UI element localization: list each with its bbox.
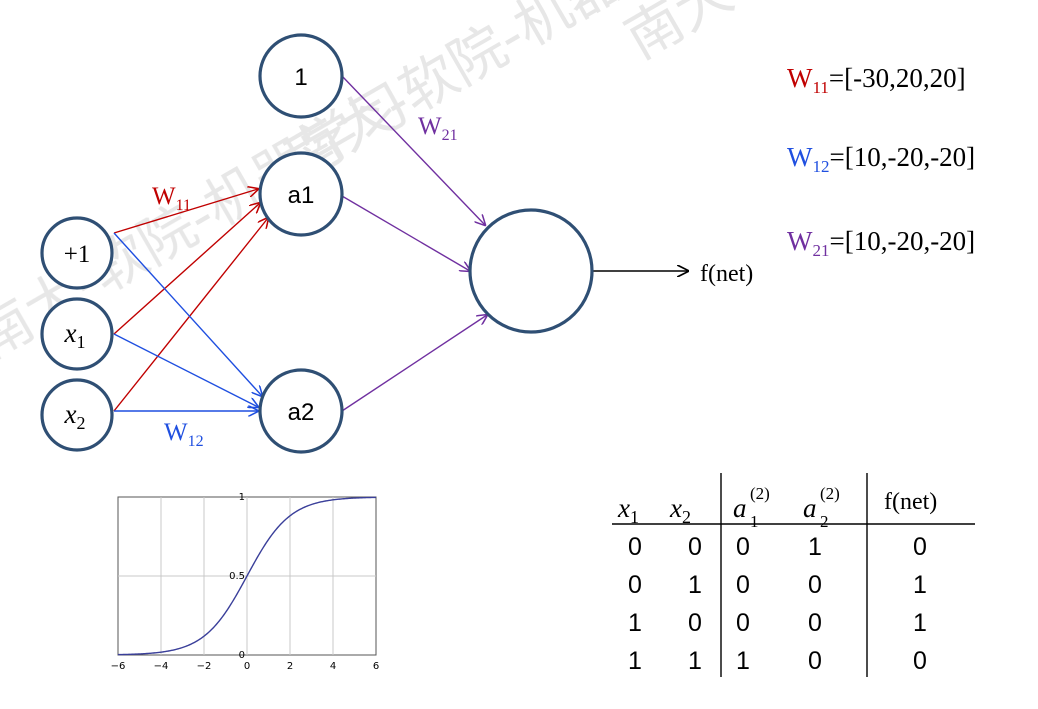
edge-biash-out bbox=[341, 75, 485, 225]
y-tick-label: 0 bbox=[239, 650, 245, 661]
table-cell: 1 bbox=[913, 571, 927, 599]
table-cell: 0 bbox=[628, 571, 642, 599]
node-a1-label: a1 bbox=[288, 182, 315, 209]
output-label: f(net) bbox=[700, 261, 753, 287]
x-tick-label: 6 bbox=[373, 661, 379, 672]
node-x2-label: x2 bbox=[64, 399, 86, 433]
w21-edges bbox=[341, 75, 487, 412]
x-tick-label: −4 bbox=[154, 661, 169, 672]
header-x2: x2 bbox=[669, 493, 691, 527]
table-cell: 1 bbox=[628, 647, 642, 675]
node-bias-hidden bbox=[258, 33, 344, 119]
table-cell: 1 bbox=[913, 609, 927, 637]
node-a1 bbox=[258, 151, 344, 237]
edge-bias-a1 bbox=[113, 189, 258, 234]
node-x1 bbox=[40, 297, 114, 371]
table-cell: 0 bbox=[913, 647, 927, 675]
table-cell: 0 bbox=[736, 533, 750, 561]
table-header: x1 x2 a (2) 1 a (2) 2 f(net) bbox=[617, 484, 937, 531]
table-cell: 1 bbox=[808, 533, 822, 561]
sigmoid-curve bbox=[117, 496, 377, 656]
node-a2-label: a2 bbox=[288, 399, 315, 426]
table-cell: 0 bbox=[688, 609, 702, 637]
x-tick-label: 0 bbox=[244, 661, 250, 672]
edge-x1-a1 bbox=[113, 203, 260, 335]
edge-x1-a2 bbox=[113, 333, 258, 407]
edge-label-w12: W12 bbox=[164, 419, 204, 450]
header-fnet: f(net) bbox=[884, 489, 937, 515]
table-row: 1 1 1 0 0 bbox=[628, 647, 927, 675]
table-cell: 1 bbox=[628, 609, 642, 637]
table-cell: 1 bbox=[688, 571, 702, 599]
edge-label-w11: W11 bbox=[152, 183, 191, 214]
node-x1-label: x1 bbox=[64, 318, 86, 352]
watermark-text-3: 南大-软院-机器学习 bbox=[615, 0, 1038, 72]
chart-x-ticks: −6 −4 −2 0 2 4 6 bbox=[111, 661, 380, 672]
table-row: 0 1 0 0 1 bbox=[628, 571, 927, 599]
x-tick-label: −2 bbox=[197, 661, 212, 672]
node-bias-hidden-label: 1 bbox=[294, 64, 307, 91]
edge-a2-out bbox=[341, 315, 487, 412]
table-cell: 0 bbox=[736, 609, 750, 637]
header-a2-base: a bbox=[803, 493, 817, 523]
table-cell: 0 bbox=[628, 533, 642, 561]
edge-label-w21: W21 bbox=[418, 113, 458, 144]
node-x2 bbox=[40, 378, 114, 452]
weight-w11: W11=[-30,20,20] bbox=[787, 63, 966, 97]
header-a2-sup: (2) bbox=[820, 484, 840, 503]
node-output bbox=[468, 208, 594, 334]
nodes bbox=[40, 33, 594, 454]
table-cell: 0 bbox=[736, 571, 750, 599]
header-a1: a (2) 1 bbox=[733, 484, 770, 531]
weight-list: W11=[-30,20,20] W12=[10,-20,-20] W21=[10… bbox=[787, 63, 975, 260]
header-a1-sub: 1 bbox=[750, 512, 759, 531]
header-x1: x1 bbox=[617, 493, 639, 527]
table-cell: 0 bbox=[808, 609, 822, 637]
y-tick-label: 1 bbox=[239, 492, 245, 503]
header-a2: a (2) 2 bbox=[803, 484, 840, 531]
x-tick-label: 4 bbox=[330, 661, 336, 672]
table-cell: 1 bbox=[688, 647, 702, 675]
edge-a1-out bbox=[341, 195, 470, 271]
table-body: 0 0 0 1 0 0 1 0 0 1 1 0 0 0 1 1 1 1 0 0 bbox=[628, 533, 927, 675]
node-a2 bbox=[258, 368, 344, 454]
y-tick-label: 0.5 bbox=[229, 571, 245, 582]
table-cell: 0 bbox=[808, 571, 822, 599]
table-cell: 0 bbox=[913, 533, 927, 561]
x-tick-label: 2 bbox=[287, 661, 293, 672]
header-a1-base: a bbox=[733, 493, 747, 523]
node-bias-input-label: +1 bbox=[64, 241, 91, 268]
node-bias-input bbox=[40, 216, 114, 290]
chart-y-ticks: 00.51 bbox=[229, 492, 245, 661]
edge-x2-a1 bbox=[113, 218, 268, 412]
table-cell: 1 bbox=[736, 647, 750, 675]
edge-bias-a2 bbox=[113, 232, 262, 396]
table-cell: 0 bbox=[808, 647, 822, 675]
header-a2-sub: 2 bbox=[820, 512, 829, 531]
w12-edges bbox=[113, 232, 262, 411]
weight-w12: W12=[10,-20,-20] bbox=[787, 142, 975, 176]
w11-edges bbox=[113, 189, 268, 412]
table-cell: 0 bbox=[688, 533, 702, 561]
weight-w21: W21=[10,-20,-20] bbox=[787, 226, 975, 260]
table-row: 0 0 0 1 0 bbox=[628, 533, 927, 561]
x-tick-label: −6 bbox=[111, 661, 126, 672]
table-row: 1 0 0 0 1 bbox=[628, 609, 927, 637]
header-a1-sup: (2) bbox=[750, 484, 770, 503]
